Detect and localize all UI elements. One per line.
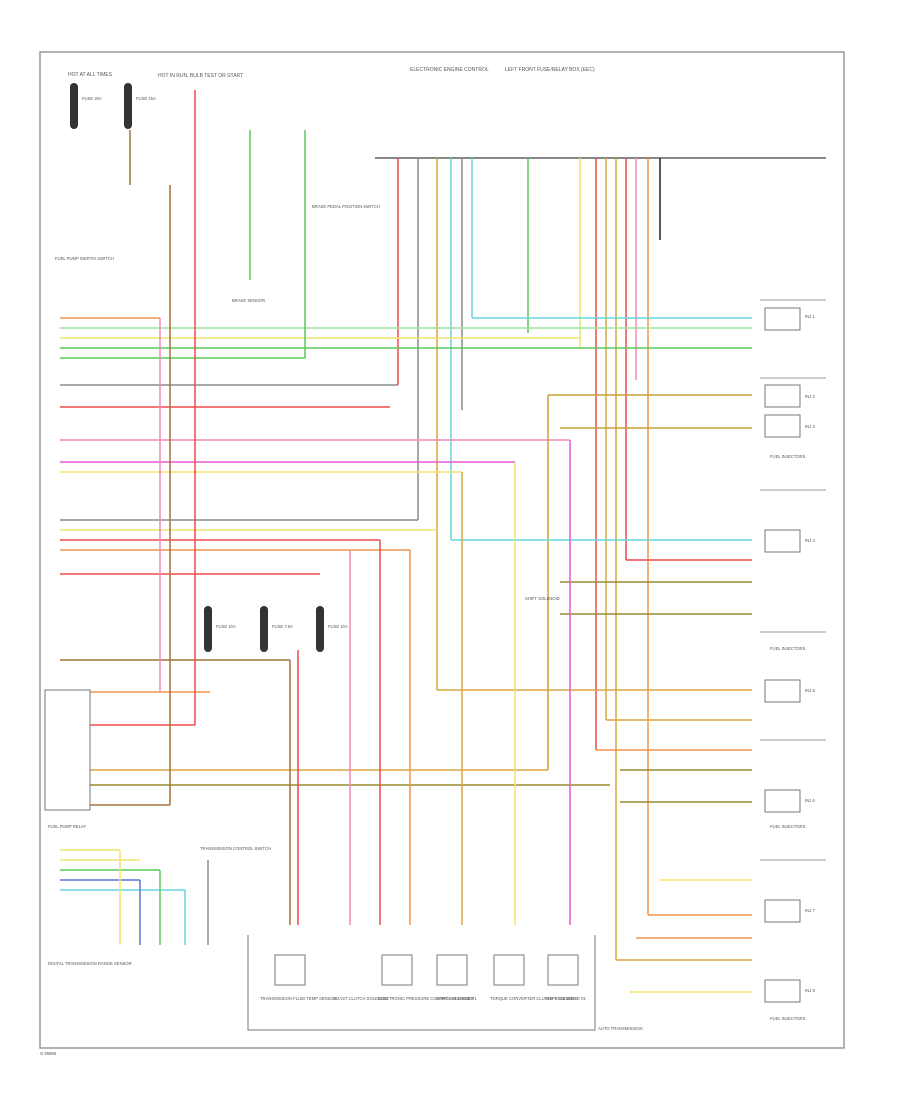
injector-box: [764, 414, 801, 438]
header-left-title: HOT AT ALL TIMES: [68, 72, 113, 78]
label-fuel-injectors-3: FUEL INJECTORS: [770, 824, 806, 829]
fuse-symbol: [316, 606, 324, 652]
label-trans-temp: TRANSMISSION FLUID TEMP SENSOR: [260, 996, 337, 1001]
label-shift-solenoid: SHIFT SOLENOID: [525, 596, 560, 601]
section-dividers: [760, 299, 826, 861]
injector-wires: [437, 317, 752, 993]
injector-labels: INJ 1 INJ 2 INJ 3 INJ 4 INJ 5 INJ 6 INJ …: [805, 314, 815, 993]
fuse-symbol: [70, 83, 78, 129]
fuse-label: FUSE 15A: [136, 96, 156, 101]
label-fuel-injectors-4: FUEL INJECTORS: [770, 1016, 806, 1021]
injector-symbols: [764, 307, 801, 1003]
fuse-label: FUSE 10A: [216, 624, 236, 629]
label-coast-clutch: COAST CLUTCH SOLENOID: [333, 996, 388, 1001]
injector-label: INJ 3: [805, 424, 815, 429]
injector-label: INJ 5: [805, 688, 815, 693]
header-center-title: HOT IN RUN, BULB TEST OR START: [158, 73, 243, 79]
header-right-title-b: LEFT FRONT FUSE/RELAY BOX (EEC): [505, 67, 595, 73]
label-fuel-pump-inertia: FUEL PUMP INERTIA SWITCH: [55, 256, 114, 261]
component-box: [436, 954, 468, 986]
fuse-group-top: FUSE 20A FUSE 15A: [70, 83, 156, 129]
injector-label: INJ 8: [805, 988, 815, 993]
label-ss2: SHIFT SOLENOID #2: [545, 996, 586, 1001]
injector-box: [764, 789, 801, 813]
label-ss1: SHIFT SOLENOID #1: [436, 996, 477, 1001]
injector-box: [764, 979, 801, 1003]
label-brake-sensor: BRAKE SENSOR: [232, 298, 265, 303]
diagram-frame: [39, 51, 845, 1049]
injector-box: [764, 899, 801, 923]
fuse-group-middle: FUSE 10A FUSE 7.5A FUSE 10A: [204, 606, 348, 652]
injector-box: [764, 679, 801, 703]
fuse-label: FUSE 10A: [328, 624, 348, 629]
injector-label: INJ 1: [805, 314, 815, 319]
transmission-wires: [129, 90, 571, 925]
relay-module-box: [44, 689, 91, 811]
label-fuel-injectors-1: FUEL INJECTORS: [770, 454, 806, 459]
fuse-label: FUSE 20A: [82, 96, 102, 101]
label-fuel-pump-relay: FUEL PUMP RELAY: [48, 824, 87, 829]
footer-code: G 99988: [40, 1051, 57, 1056]
label-auto-trans: AUTO TRANSMISSION: [598, 1026, 643, 1031]
injector-label: INJ 4: [805, 538, 815, 543]
fuse-symbol: [124, 83, 132, 129]
header-right-title-a: ELECTRONIC ENGINE CONTROL: [410, 67, 489, 73]
fuse-symbol: [260, 606, 268, 652]
fuse-symbol: [204, 606, 212, 652]
component-box: [547, 954, 579, 986]
label-brake-pedal-switch: BRAKE PEDAL POSITION SWITCH: [312, 204, 380, 209]
injector-label: INJ 7: [805, 908, 815, 913]
injector-box: [764, 384, 801, 408]
horizontal-wires: [60, 317, 752, 806]
label-fuel-injectors-2: FUEL INJECTORS: [770, 646, 806, 651]
auto-trans-bracket: [247, 935, 596, 1031]
switch-wires: [60, 849, 209, 945]
component-box: [381, 954, 413, 986]
injector-label: INJ 2: [805, 394, 815, 399]
fuse-label: FUSE 7.5A: [272, 624, 293, 629]
label-electronic-pressure: ELECTRONIC PRESSURE CONTROL SOLENOID: [378, 996, 473, 1001]
label-digital-range: DIGITAL TRANSMISSION RANGE SENSOR: [48, 961, 132, 966]
component-box: [493, 954, 525, 986]
component-box: [274, 954, 306, 986]
label-tcc: TORQUE CONVERTER CLUTCH SOLENOID: [490, 996, 576, 1001]
injector-box: [764, 529, 801, 553]
vertical-wires: [397, 158, 661, 960]
injector-label: INJ 6: [805, 798, 815, 803]
transmission-components: [247, 935, 596, 1031]
injector-box: [764, 307, 801, 331]
label-transmission-control: TRANSMISSION CONTROL SWITCH: [200, 846, 271, 851]
